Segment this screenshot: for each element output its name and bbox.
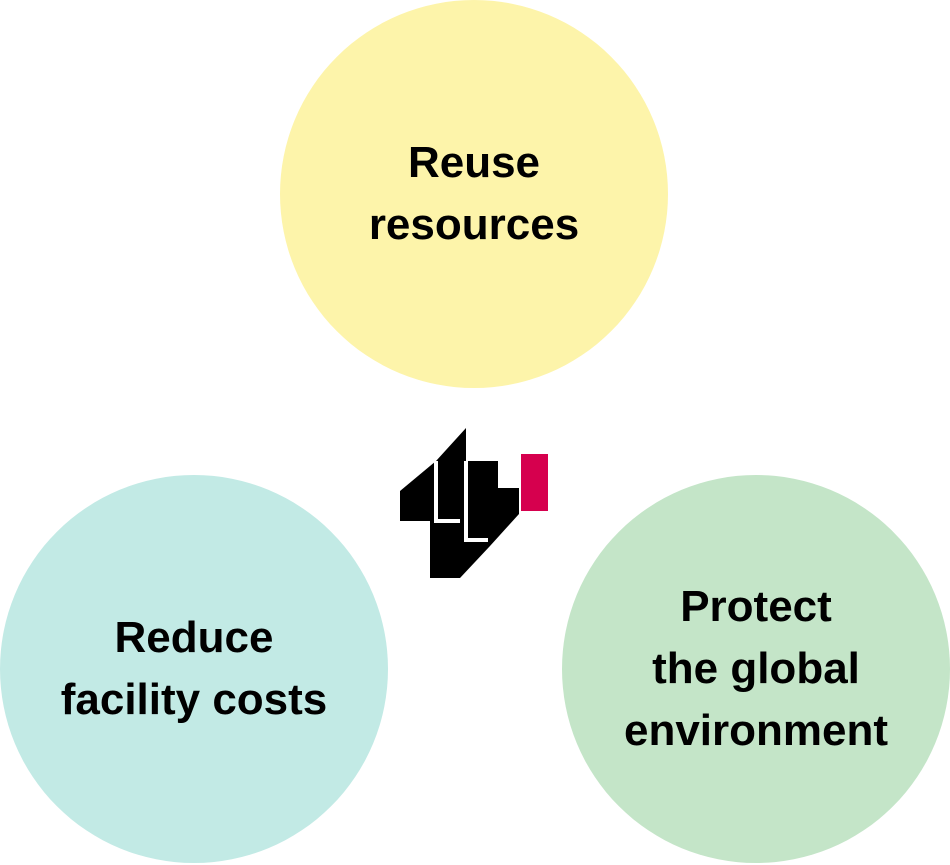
circle-protect-global-environment-line-1: Protect bbox=[680, 582, 832, 631]
circle-reuse-resources: Reuse resources bbox=[280, 0, 668, 388]
circle-reduce-facility-costs: Reduce facility costs bbox=[0, 475, 388, 863]
circle-reduce-facility-costs-line-1: Reduce bbox=[114, 613, 274, 662]
logo-separator-1 bbox=[434, 461, 460, 523]
circle-protect-global-environment-line-3: environment bbox=[623, 706, 889, 755]
circle-protect-global-environment-line-2: the global bbox=[652, 644, 860, 693]
logo-front-shape bbox=[468, 461, 519, 546]
circle-reduce-facility-costs-line-2: facility costs bbox=[60, 675, 328, 724]
logo-separator-2 bbox=[464, 461, 488, 542]
circle-protect-global-environment: Protect the global environment bbox=[562, 475, 950, 863]
circle-reuse-resources-line-2: resources bbox=[368, 200, 580, 249]
circle-reuse-resources-line-1: Reuse bbox=[407, 138, 541, 187]
logo-accent-bar bbox=[521, 454, 548, 511]
company-logo-icon bbox=[400, 428, 548, 578]
